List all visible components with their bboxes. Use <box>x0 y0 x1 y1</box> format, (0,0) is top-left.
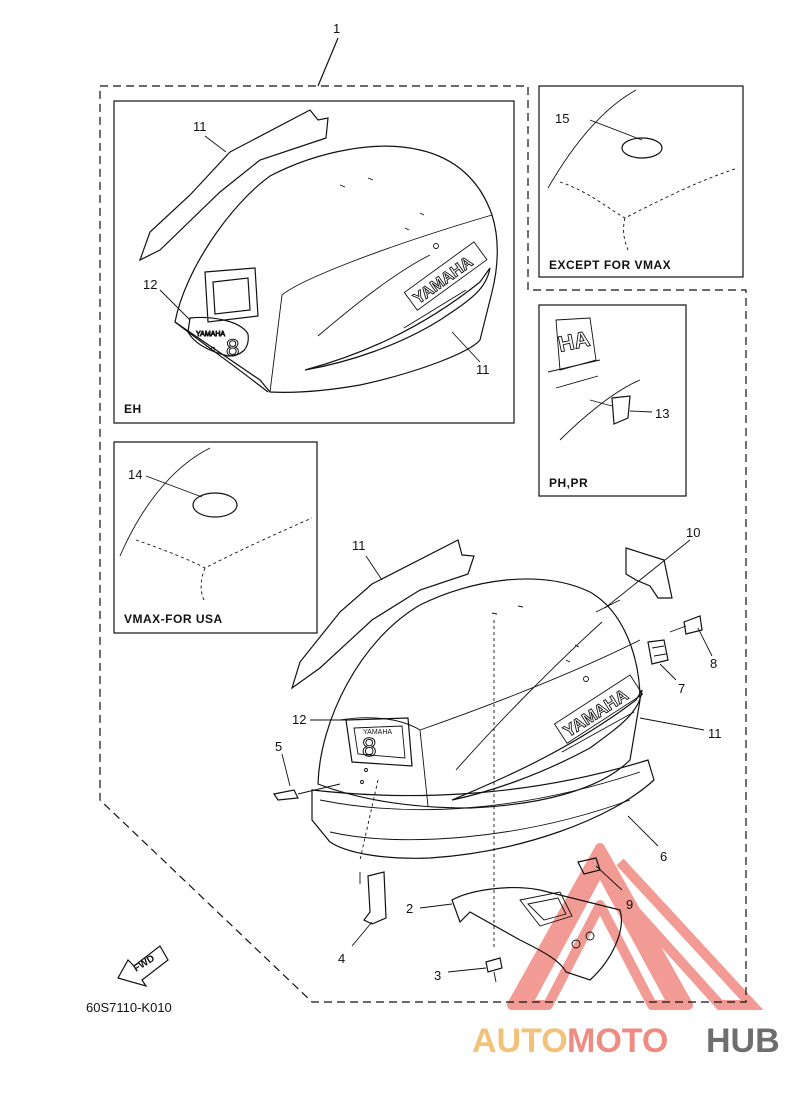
eh-box <box>113 100 515 424</box>
callout-11-main-a: 11 <box>352 538 366 553</box>
except-vmax-cowl <box>547 89 739 251</box>
callout-12-eh: 12 <box>143 277 157 292</box>
svg-text:YAMAHA: YAMAHA <box>196 331 225 338</box>
ph-pr-label: PH,PR <box>549 476 588 490</box>
callout-6: 6 <box>660 849 667 864</box>
callout-11-eh-b: 11 <box>476 362 490 377</box>
main-cowling: YAMAHA 8 YAMAHA <box>290 539 655 950</box>
watermark-logo <box>507 843 764 1010</box>
svg-text:8: 8 <box>226 335 239 362</box>
callout-2: 2 <box>406 901 413 916</box>
callout-15: 15 <box>555 111 569 126</box>
pin-5 <box>273 783 341 801</box>
vmax-usa-box <box>113 441 318 634</box>
clip-7 <box>647 639 669 665</box>
svg-text:YAMAHA: YAMAHA <box>363 729 392 736</box>
callout-4: 4 <box>338 951 345 966</box>
callout-8: 8 <box>710 656 717 671</box>
except-vmax-box <box>538 85 744 278</box>
callout-7: 7 <box>678 681 685 696</box>
assembly-outline <box>99 85 747 1003</box>
except-vmax-label: EXCEPT FOR VMAX <box>549 258 671 272</box>
svg-text:MOTO: MOTO <box>567 1022 668 1060</box>
screw-8 <box>669 615 703 635</box>
fwd-arrow-icon: FWD <box>117 945 169 988</box>
callout-10: 10 <box>686 525 700 540</box>
callout-5: 5 <box>275 739 282 754</box>
callout-14: 14 <box>128 467 142 482</box>
callout-9: 9 <box>626 897 633 912</box>
svg-text:8: 8 <box>362 732 376 762</box>
bracket-4 <box>359 871 387 925</box>
eh-label: EH <box>124 402 142 416</box>
decal-10 <box>625 547 673 599</box>
svg-text:HUB: HUB <box>706 1022 780 1060</box>
callout-13: 13 <box>655 406 669 421</box>
callout-11-eh-a: 11 <box>193 119 207 134</box>
vmax-usa-cowl <box>119 447 313 601</box>
callout-1: 1 <box>333 21 340 36</box>
vmax-usa-label: VMAX-FOR USA <box>124 612 223 626</box>
screw-3 <box>485 957 503 983</box>
handle-2 <box>451 887 622 981</box>
callout-11-main-b: 11 <box>708 726 722 741</box>
callout-12-main: 12 <box>292 712 306 727</box>
watermark-text: AUTO MOTO HUB <box>472 1022 780 1060</box>
callout-3: 3 <box>434 968 441 983</box>
svg-text:AUTO: AUTO <box>472 1022 568 1060</box>
part-code: 60S7110-K010 <box>86 1000 172 1015</box>
